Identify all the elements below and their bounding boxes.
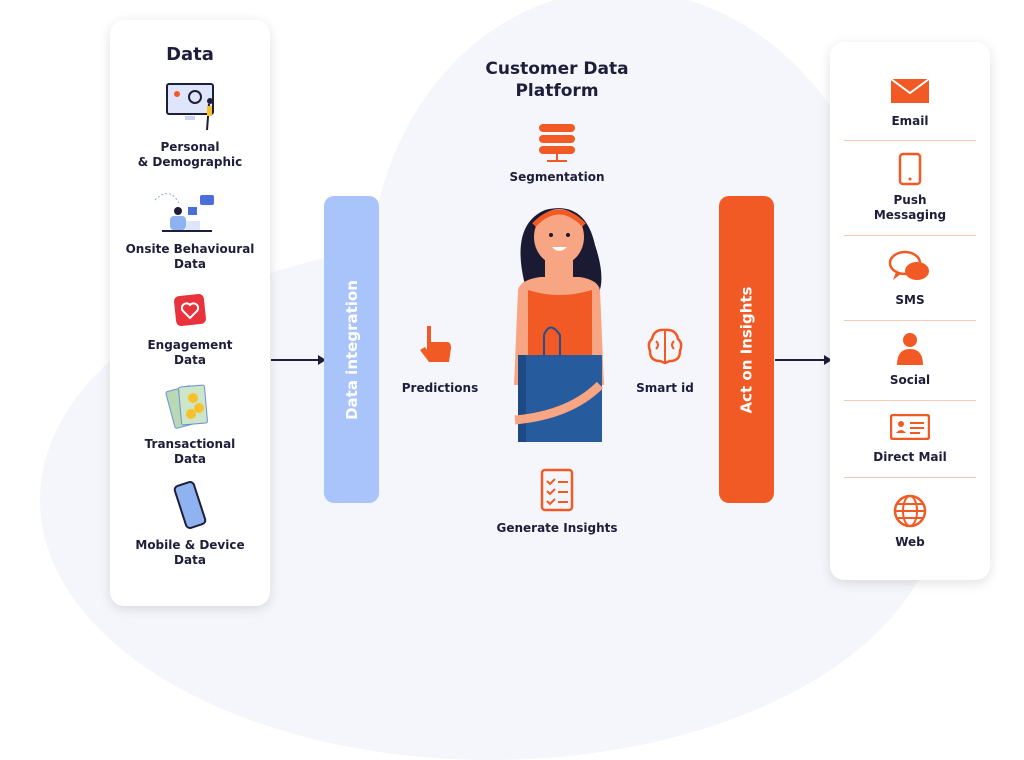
arrow-to-channels — [775, 355, 832, 365]
customer-illustration — [514, 208, 604, 442]
channel-label: Social — [889, 373, 931, 387]
item-label: Onsite Behavioural Data — [125, 242, 255, 271]
divider — [844, 320, 976, 321]
smart-id-label: Smart id — [636, 381, 694, 395]
item-label: Transactional Data — [144, 437, 236, 466]
channel-label: Email — [891, 114, 929, 128]
mobile-icon — [173, 481, 207, 529]
act-on-insights-label: Act on Insights — [737, 286, 756, 413]
divider — [844, 235, 976, 236]
divider — [844, 140, 976, 141]
act-on-insights-bar: Act on Insights — [719, 196, 774, 503]
data-integration-label: Data integration — [342, 279, 361, 420]
arrow-to-integration — [271, 355, 326, 365]
predictions-label: Predictions — [401, 381, 479, 395]
divider — [844, 400, 976, 401]
generate-insights-label: Generate Insights — [496, 521, 618, 535]
divider — [844, 477, 976, 478]
platform-title: Customer Data Platform — [485, 59, 629, 101]
channel-label: SMS — [895, 293, 925, 307]
heart-icon — [174, 294, 206, 326]
user-icon — [897, 333, 923, 365]
id-card-icon — [890, 414, 930, 440]
pointer-hand-icon — [420, 326, 451, 362]
map-search-illustration — [166, 83, 214, 131]
data-sources-card: Data Personal & Demographic Onsite Behav… — [110, 20, 270, 606]
chat-icon — [888, 250, 929, 280]
money-icon — [165, 384, 208, 429]
item-label: Personal & Demographic — [137, 140, 243, 169]
checklist-icon — [540, 468, 574, 512]
channel-label: Direct Mail — [873, 450, 947, 464]
channel-label: Push Messaging — [873, 193, 947, 222]
segmentation-label: Segmentation — [509, 170, 605, 184]
item-label: Mobile & Device Data — [135, 538, 245, 567]
server-icon — [539, 124, 575, 162]
data-integration-bar: Data integration — [324, 196, 379, 503]
item-label: Engagement Data — [147, 338, 233, 367]
email-icon — [890, 78, 930, 103]
globe-icon — [893, 494, 927, 528]
brain-icon — [647, 328, 683, 365]
data-title: Data — [166, 44, 214, 65]
channels-card: Email Push Messaging SMS Social Direct M… — [830, 42, 990, 580]
phone-icon — [898, 152, 922, 186]
person-laptop-illustration — [154, 193, 214, 232]
channel-label: Web — [895, 535, 925, 549]
